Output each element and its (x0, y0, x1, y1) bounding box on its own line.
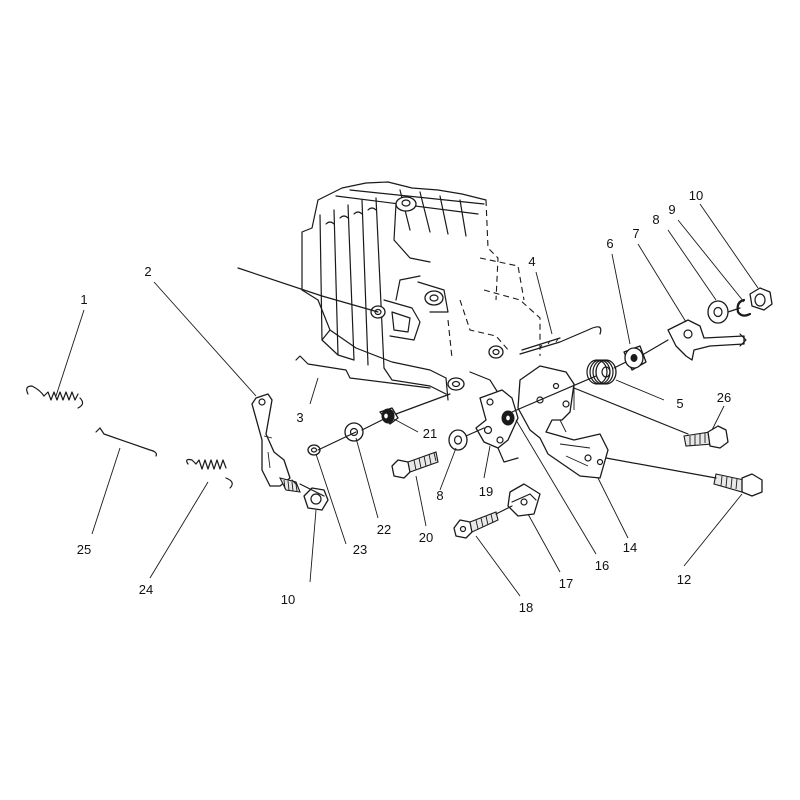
callout-5: 5 (676, 396, 683, 411)
callout-9: 9 (668, 202, 675, 217)
part-8-washer-lower (448, 429, 468, 451)
callout-10-upper: 10 (689, 188, 703, 203)
part-5-spring (586, 359, 617, 385)
part-26-bolt (683, 425, 729, 449)
part-17-clip (507, 483, 541, 517)
part-9-eclip (736, 298, 752, 317)
callout-7: 7 (632, 226, 639, 241)
part-8-washer-upper (707, 300, 729, 324)
callout-1: 1 (80, 292, 87, 307)
part-24-spring (186, 458, 233, 489)
part-25-rod (95, 427, 157, 457)
callout-22: 22 (377, 522, 391, 537)
part-19-control-lever (475, 389, 519, 463)
part-16-spacer (501, 410, 515, 426)
leader-lines (55, 203, 759, 597)
part-3-rod (295, 355, 431, 389)
alignment-lines (291, 307, 741, 515)
part-22-washer (344, 422, 364, 442)
part-12-bolt (713, 473, 763, 497)
callout-18: 18 (519, 600, 533, 615)
part-2-governor-lever (251, 393, 301, 493)
part-21-bushing (379, 407, 399, 425)
callout-16: 16 (595, 558, 609, 573)
callout-12: 12 (677, 572, 691, 587)
callout-20: 20 (419, 530, 433, 545)
callout-4: 4 (528, 254, 535, 269)
callout-23: 23 (353, 542, 367, 557)
callout-21: 21 (423, 426, 437, 441)
callout-10-lower: 10 (281, 592, 295, 607)
callout-labels: 1 2 3 4 5 6 7 8 9 10 26 21 22 23 8 19 20… (77, 188, 731, 615)
callout-8-lower: 8 (436, 488, 443, 503)
part-1-spring (26, 385, 84, 409)
engine-block (237, 181, 541, 401)
callout-17: 17 (559, 576, 573, 591)
callout-3: 3 (296, 410, 303, 425)
part-23-washer (307, 444, 321, 456)
part-6-bushing (623, 345, 647, 371)
part-4-rod (519, 326, 602, 355)
callout-8-upper: 8 (652, 212, 659, 227)
part-7-lever (667, 319, 747, 361)
part-18-screw (453, 511, 499, 539)
part-20-bolt (391, 451, 439, 479)
part-10-nut-upper (749, 287, 773, 311)
callout-2: 2 (144, 264, 151, 279)
callout-26: 26 (717, 390, 731, 405)
part-10-nut-lower (303, 487, 329, 511)
callout-19: 19 (479, 484, 493, 499)
callout-25: 25 (77, 542, 91, 557)
callout-14: 14 (623, 540, 637, 555)
callout-24: 24 (139, 582, 153, 597)
callout-6: 6 (606, 236, 613, 251)
